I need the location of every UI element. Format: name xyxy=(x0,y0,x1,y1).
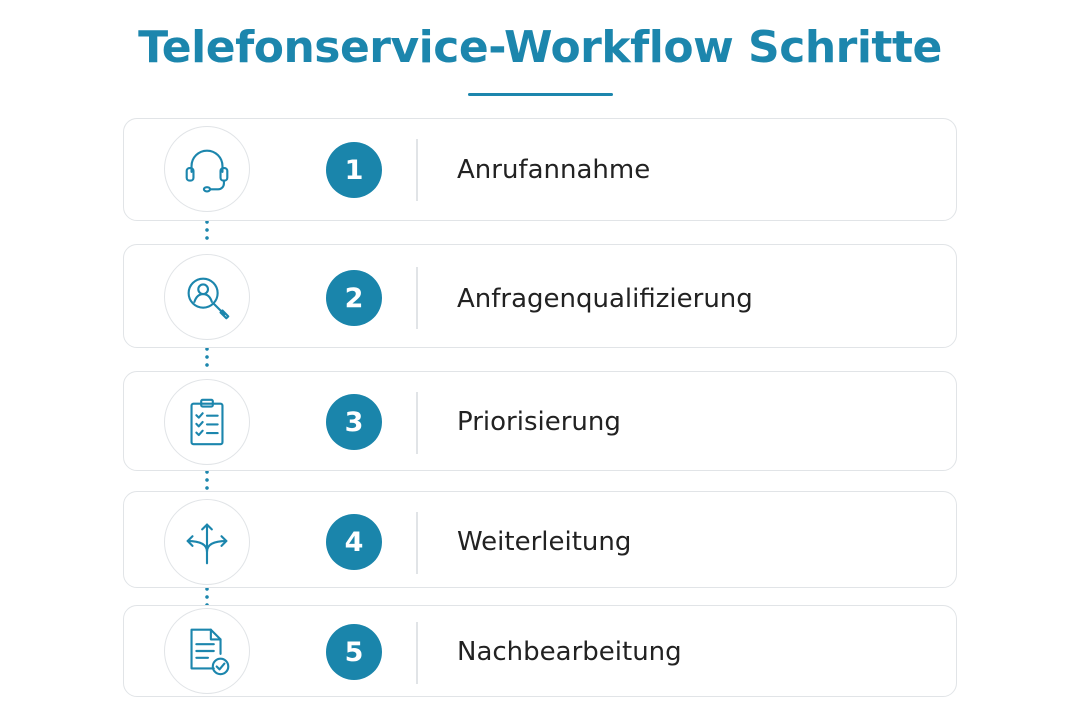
document-check-icon xyxy=(164,608,250,694)
step-number-badge: 2 xyxy=(326,270,382,326)
step-divider xyxy=(416,512,418,574)
title-underline xyxy=(468,93,613,96)
step-number-badge: 5 xyxy=(326,624,382,680)
step-divider xyxy=(416,139,418,201)
step-divider xyxy=(416,392,418,454)
step-card xyxy=(123,371,957,471)
step-number-badge: 3 xyxy=(326,394,382,450)
step-card xyxy=(123,491,957,588)
step-card xyxy=(123,118,957,221)
step-label: Weiterleitung xyxy=(457,527,632,557)
clipboard-checklist-icon xyxy=(164,379,250,465)
page-title: Telefonservice-Workflow Schritte xyxy=(138,22,942,73)
user-search-icon xyxy=(164,254,250,340)
step-label: Anrufannahme xyxy=(457,155,651,185)
connector-dots xyxy=(205,345,209,371)
connector-dots xyxy=(205,218,209,244)
split-arrows-icon xyxy=(164,499,250,585)
step-number-badge: 1 xyxy=(326,142,382,198)
step-label: Anfragenqualifizierung xyxy=(457,284,753,314)
step-divider xyxy=(416,267,418,329)
step-card xyxy=(123,244,957,348)
step-label: Priorisierung xyxy=(457,407,621,437)
step-divider xyxy=(416,622,418,684)
connector-dots xyxy=(205,585,209,607)
step-card xyxy=(123,605,957,697)
headset-icon xyxy=(164,126,250,212)
connector-dots xyxy=(205,468,209,492)
step-label: Nachbearbeitung xyxy=(457,637,682,667)
step-number-badge: 4 xyxy=(326,514,382,570)
